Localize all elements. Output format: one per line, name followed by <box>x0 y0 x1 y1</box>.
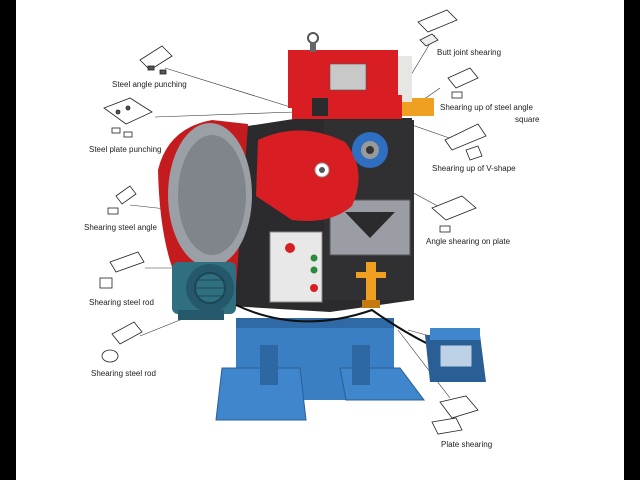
top-housing <box>288 32 412 119</box>
flywheel <box>158 120 252 300</box>
label-shearing-steel-rod-2: Shearing steel rod <box>91 369 156 378</box>
round-guard <box>256 130 359 222</box>
steel-angle-punch-icon <box>139 45 173 75</box>
start-button <box>310 254 318 262</box>
punch-disk <box>352 132 388 168</box>
label-steel-angle-punching: Steel angle punching <box>112 80 187 89</box>
machine-base <box>215 318 425 421</box>
angle-plate-icon <box>431 195 477 233</box>
leader-v-shape <box>411 124 456 141</box>
shearing-angle-square-icon <box>447 67 479 99</box>
steel-plate-punch-icon <box>103 97 153 138</box>
plate-shearing-icon <box>431 395 479 435</box>
steel-rod-icon-1 <box>99 251 145 289</box>
sample-icons <box>99 9 487 435</box>
leader-steel-plate-punching <box>154 111 296 118</box>
angle-shear-guard <box>402 98 434 116</box>
adjust-screw <box>356 262 386 308</box>
label-shearing-steel-angle: Shearing steel angle <box>84 223 157 232</box>
v-shape-die <box>345 212 395 238</box>
leader-plate-shearing <box>397 329 451 399</box>
label-shearing-up-angle-1: Shearing up of steel angle <box>440 103 533 112</box>
lifting-eye <box>307 32 319 44</box>
control-box <box>269 231 323 303</box>
label-plate-shearing: Plate shearing <box>441 440 493 449</box>
butt-joint-icon <box>417 9 458 47</box>
leader-steel-angle-punching <box>164 67 301 111</box>
steel-angle-shear-icon <box>107 185 137 215</box>
leader-steel-rod-2 <box>139 317 186 337</box>
label-steel-plate-punching: Steel plate punching <box>89 145 162 154</box>
steel-rod-icon-2 <box>101 321 143 363</box>
label-shearing-up-angle-2: square <box>515 115 540 124</box>
cable <box>235 304 431 346</box>
nameplate <box>329 63 367 91</box>
label-angle-shearing-plate: Angle shearing on plate <box>426 237 511 246</box>
label-butt-joint-shearing: Butt joint shearing <box>437 48 502 57</box>
label-shearing-v-shape: Shearing up of V-shape <box>432 164 516 173</box>
label-shearing-steel-rod-1: Shearing steel rod <box>89 298 154 307</box>
v-shape-icon <box>444 123 487 161</box>
stop-button <box>285 243 295 253</box>
electric-motor <box>172 262 236 320</box>
foot-pedal <box>425 328 486 382</box>
